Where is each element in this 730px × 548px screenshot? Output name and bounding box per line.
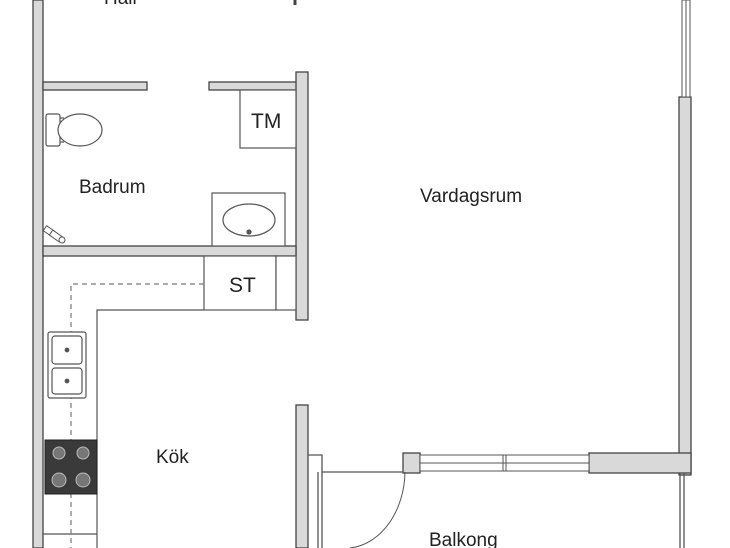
room-label-kok: Kök bbox=[156, 447, 189, 468]
room-label-balkong: Balkong bbox=[429, 530, 498, 548]
shower-mixer-icon bbox=[42, 224, 66, 244]
walls bbox=[32, 0, 692, 548]
bath-kitchen-wall bbox=[42, 245, 297, 257]
kitchen-right-wall bbox=[295, 404, 309, 548]
room-label-vardagsrum: Vardagsrum bbox=[420, 186, 522, 207]
balcony-window bbox=[419, 454, 590, 472]
outer-right-wall bbox=[678, 96, 692, 476]
outer-left-wall bbox=[32, 0, 44, 548]
hall-bath-wall-left bbox=[42, 81, 148, 91]
fixture-label-tm: TM bbox=[251, 110, 281, 133]
balcony-outline bbox=[308, 454, 685, 548]
stove bbox=[44, 439, 98, 495]
room-label-hall: Hall bbox=[104, 0, 137, 9]
room-label-badrum: Badrum bbox=[79, 177, 146, 198]
fixture-label-st: ST bbox=[229, 274, 256, 297]
kitchen-sink bbox=[47, 331, 87, 399]
window-right bbox=[681, 0, 691, 98]
toilet bbox=[45, 113, 103, 147]
balcony-wall-right bbox=[588, 452, 692, 474]
washbasin bbox=[211, 192, 286, 247]
storage-box bbox=[203, 255, 297, 311]
overhead-cabinets bbox=[70, 283, 204, 548]
washing-machine-box bbox=[239, 89, 297, 149]
hall-bath-wall-right bbox=[208, 81, 298, 91]
bath-living-wall bbox=[295, 71, 309, 321]
balcony-door bbox=[349, 471, 406, 548]
balcony-wall-left bbox=[402, 452, 421, 474]
